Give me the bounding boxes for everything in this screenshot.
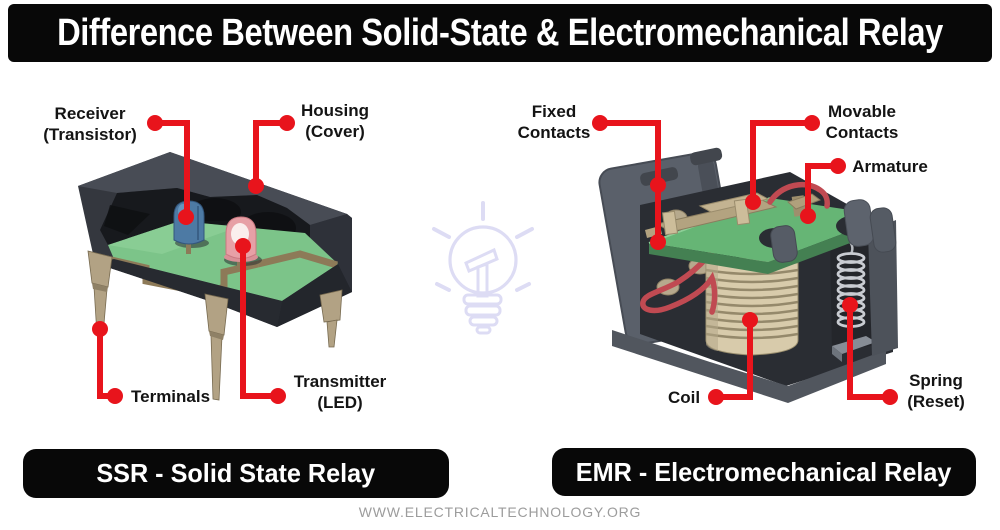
- receiver-label: Receiver (Transistor): [43, 104, 137, 145]
- emr-caption-pill: EMR - Electromechanical Relay: [552, 448, 976, 496]
- receiver-callout: [147, 115, 194, 225]
- armature-callout: [800, 158, 846, 224]
- fixed-contacts-callout: [592, 115, 666, 250]
- movable-contacts-label: Movable Contacts: [825, 102, 899, 143]
- terminals-label: Terminals: [131, 387, 211, 406]
- armature-label: Armature: [852, 157, 928, 176]
- website-footer: WWW.ELECTRICALTECHNOLOGY.ORG: [358, 504, 642, 520]
- emr-illustration: [598, 147, 898, 403]
- terminals-callout: [92, 321, 123, 404]
- lightbulb-watermark-icon: [432, 201, 534, 335]
- coil-label: Coil: [667, 388, 701, 407]
- fixed-contacts-label: Fixed Contacts: [517, 102, 591, 143]
- ssr-caption-pill: SSR - Solid State Relay: [23, 449, 449, 498]
- transmitter-label: Transmitter (LED): [293, 372, 387, 413]
- spring-callout: [842, 297, 898, 405]
- movable-contacts-callout: [745, 115, 820, 210]
- callout-lines: [92, 115, 898, 405]
- page-title: Difference Between Solid-State & Electro…: [57, 11, 943, 54]
- spring-label: Spring (Reset): [907, 371, 965, 412]
- housing-label: Housing (Cover): [301, 101, 369, 142]
- transmitter-callout: [235, 238, 286, 404]
- coil-callout: [708, 312, 758, 405]
- title-bar: Difference Between Solid-State & Electro…: [8, 4, 992, 62]
- housing-callout: [248, 115, 295, 194]
- ssr-illustration: [78, 152, 352, 401]
